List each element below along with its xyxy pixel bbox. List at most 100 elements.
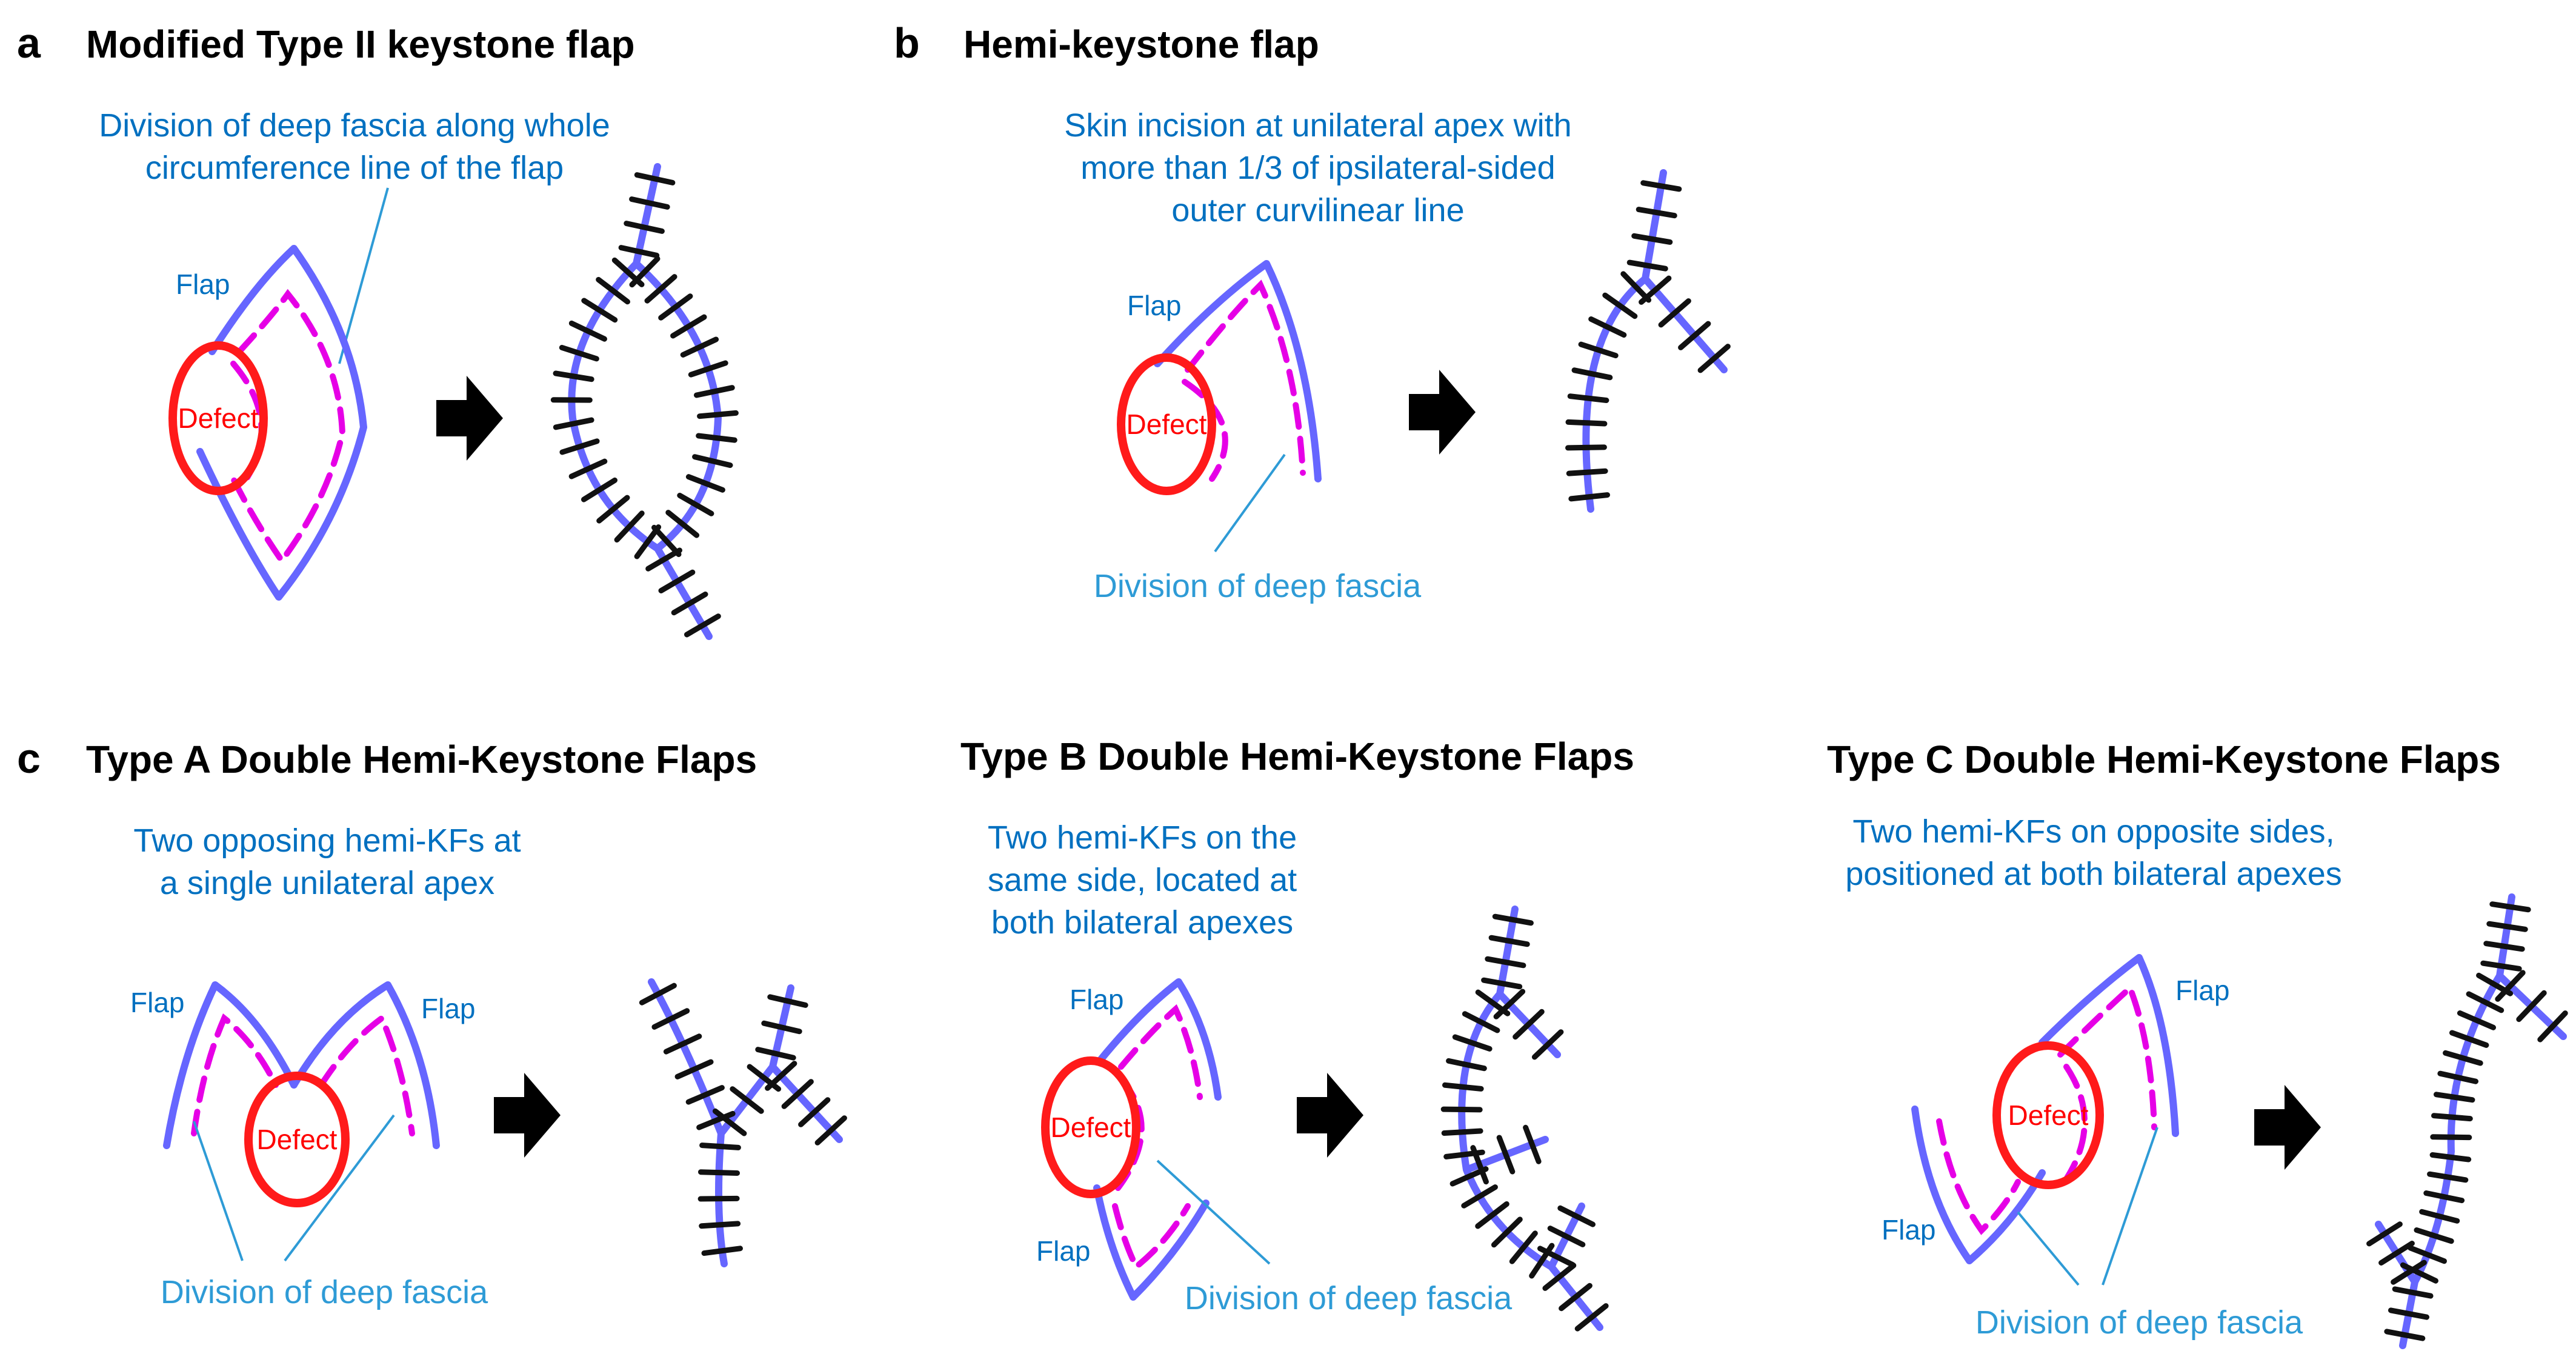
- suture-tick: [699, 1142, 741, 1150]
- suture-tick: [2483, 941, 2525, 952]
- suture-tick: [658, 293, 693, 321]
- type-a-title: Type A Double Hemi-Keystone Flaps: [86, 738, 757, 781]
- type-a-defect-circle: [244, 1072, 350, 1207]
- panel-a-defect-label: Defect: [178, 402, 259, 434]
- panel-a-sutures-right: [629, 256, 739, 558]
- suture-tick: [1571, 367, 1613, 381]
- panel-a-sutures-left: [550, 257, 662, 559]
- suture-tick: [1481, 977, 1523, 990]
- suture-tick: [618, 245, 660, 258]
- panel-b-arrow: [1409, 370, 1476, 455]
- type-b-sutures-upper-branch: [1493, 989, 1564, 1060]
- suture-tick: [814, 1115, 847, 1146]
- panel-b-sutures-top: [1626, 180, 1682, 272]
- suture-tick: [674, 1059, 714, 1079]
- type-c-note-line-1: Two hemi-KFs on opposite sides,: [1852, 813, 2334, 850]
- suture-tick: [2466, 991, 2504, 1013]
- type-c-flap-top-outline: [2039, 954, 2179, 1137]
- panel-b: b Hemi-keystone flap Skin incision at un…: [894, 19, 1731, 604]
- panel-a-title: Modified Type II keystone flap: [86, 22, 635, 66]
- suture-tick: [1547, 1226, 1586, 1247]
- panel-b-flap-outline: [1154, 260, 1322, 482]
- suture-tick: [2430, 1134, 2472, 1141]
- suture-tick: [1631, 233, 1673, 245]
- type-b-flap-top-label: Flap: [1070, 984, 1123, 1015]
- suture-tick: [730, 1086, 764, 1114]
- suture-tick: [694, 385, 735, 398]
- type-a-flap-left-outline: [163, 981, 298, 1149]
- suture-tick: [596, 276, 630, 305]
- suture-tick: [1678, 321, 1711, 350]
- type-a-result-scar: [639, 978, 847, 1267]
- suture-tick: [2388, 1307, 2429, 1320]
- suture-tick: [1567, 393, 1609, 403]
- suture-tick: [1485, 956, 1526, 969]
- suture-tick: [1531, 1029, 1564, 1060]
- suture-tick: [2392, 1286, 2434, 1299]
- type-b-leader-line: [1156, 1159, 1271, 1265]
- suture-tick: [2443, 1050, 2483, 1066]
- type-b-result-scar: [1440, 906, 1609, 1332]
- type-c-sutures-curve: [2400, 972, 2514, 1284]
- suture-tick: [2384, 1329, 2426, 1341]
- suture-tick: [767, 994, 808, 1008]
- suture-tick: [1462, 1011, 1500, 1033]
- suture-tick: [559, 438, 600, 455]
- suture-tick: [651, 1008, 690, 1030]
- panel-b-result-scar: [1565, 169, 1731, 513]
- suture-tick: [2480, 960, 2522, 972]
- type-c-sutures-upper-branch: [2495, 970, 2568, 1042]
- suture-tick: [1440, 1106, 1483, 1113]
- suture-tick: [685, 1085, 725, 1105]
- suture-tick: [1491, 1216, 1523, 1248]
- panel-b-title: Hemi-keystone flap: [964, 22, 1319, 66]
- type-a-note-line-1: Two opposing hemi-KFs at: [133, 822, 521, 859]
- suture-tick: [2419, 1209, 2460, 1224]
- suture-tick: [1620, 271, 1652, 303]
- suture-tick: [2423, 1190, 2465, 1204]
- panel-b-fascia-dash-inner: [1182, 379, 1228, 482]
- suture-tick: [692, 454, 733, 469]
- suture-tick: [2434, 1092, 2475, 1103]
- suture-tick: [2537, 1010, 2568, 1042]
- suture-tick: [1574, 1303, 1609, 1332]
- type-c-fascia-dash-top: [2057, 982, 2157, 1130]
- type-a-fascia-dash-left: [191, 1013, 279, 1136]
- suture-tick: [644, 274, 677, 304]
- suture-tick: [1446, 1058, 1487, 1072]
- suture-tick: [712, 1108, 747, 1136]
- type-b-scar-line: [1458, 906, 1603, 1331]
- type-b-fascia-dash-top: [1118, 1004, 1203, 1100]
- type-c-arrow: [2254, 1085, 2321, 1170]
- type-c-flap-top-label: Flap: [2175, 975, 2229, 1006]
- panel-a-flap-label: Flap: [176, 269, 230, 300]
- type-c-sutures-lower-branch: [2366, 1221, 2427, 1285]
- suture-tick: [1658, 298, 1691, 328]
- panel-a-note-line-2: circumference line of the flap: [145, 150, 564, 186]
- suture-tick: [671, 592, 708, 616]
- panel-b-defect-label: Defect: [1127, 409, 1207, 440]
- type-b-sutures-mid-branch: [1470, 1124, 1542, 1185]
- suture-tick: [1442, 1082, 1484, 1092]
- type-c-result-scar: [2366, 893, 2568, 1349]
- suture-tick: [1493, 989, 1526, 1019]
- panel-b-defect-circle: [1117, 353, 1216, 495]
- suture-tick: [688, 360, 728, 378]
- panel-b-sutures-branch: [1639, 275, 1731, 373]
- type-b-defect-label: Defect: [1051, 1112, 1131, 1143]
- panel-a-note-line-1: Division of deep fascia along whole: [99, 107, 610, 144]
- suture-tick: [1566, 468, 1608, 476]
- suture-tick: [614, 510, 645, 543]
- suture-tick: [1588, 316, 1627, 338]
- suture-tick: [645, 547, 682, 572]
- suture-tick: [1461, 1184, 1498, 1209]
- type-a-fascia-dash-right: [318, 1013, 415, 1136]
- suture-tick: [2457, 1010, 2496, 1030]
- suture-tick: [2486, 921, 2528, 932]
- suture-tick: [634, 172, 676, 185]
- type-a-flap-right-outline: [290, 981, 440, 1149]
- suture-tick: [2437, 1070, 2478, 1084]
- suture-tick: [1475, 1201, 1509, 1229]
- panel-c-type-a: Type A Double Hemi-Keystone Flaps Two op…: [86, 738, 847, 1310]
- suture-tick: [1509, 1230, 1538, 1264]
